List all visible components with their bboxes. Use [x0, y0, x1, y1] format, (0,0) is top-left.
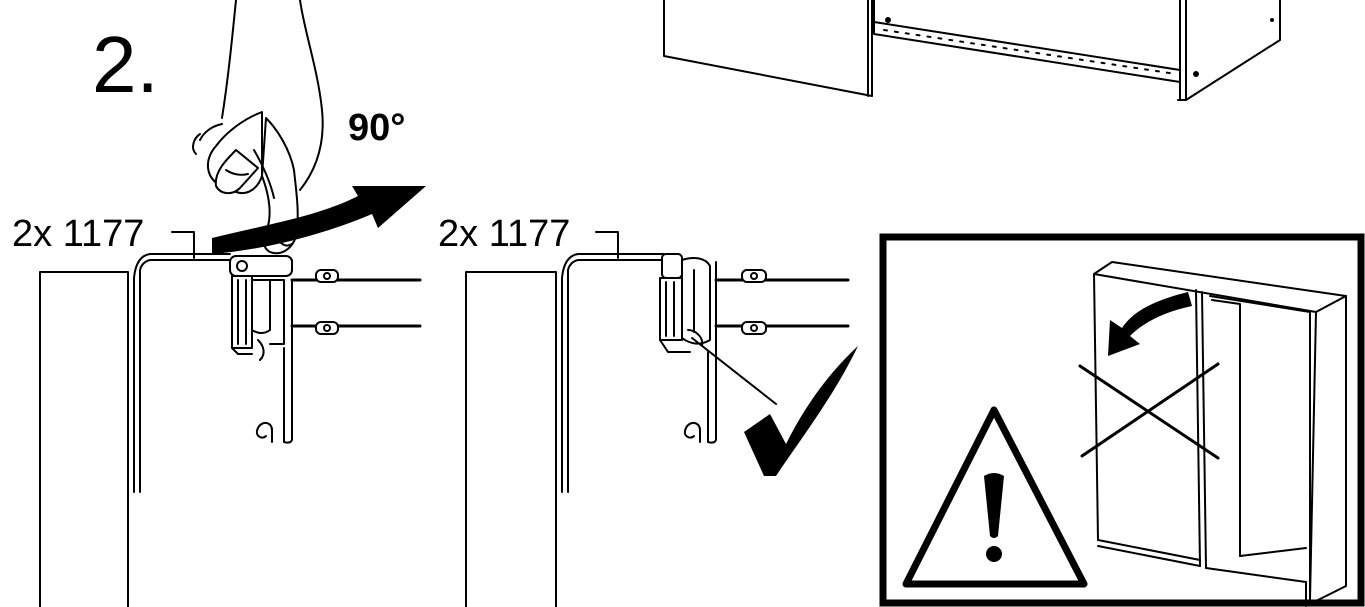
hand-icon	[192, 0, 324, 255]
rotate-arrow-icon	[212, 186, 426, 254]
rotation-angle-label: 90°	[348, 107, 405, 149]
warning-box	[879, 233, 1365, 607]
callout-leader-middle	[595, 231, 619, 259]
callout-leader-left	[171, 231, 195, 259]
part-callout-middle: 2x 1177	[438, 213, 570, 255]
rail-middle	[684, 261, 850, 444]
door-fall-arrow-icon	[1108, 292, 1192, 356]
warning-icon	[902, 406, 1088, 588]
step-number: 2.	[92, 20, 159, 109]
wardrobe-overview-fragment	[663, 0, 1281, 101]
roller-middle	[659, 253, 777, 405]
part-callout-left: 2x 1177	[12, 213, 144, 255]
wardrobe-tipping-illustration	[1093, 261, 1347, 607]
door-panel-left	[39, 271, 135, 607]
checkmark-icon	[744, 346, 858, 476]
door-panel-middle	[465, 271, 563, 607]
hanger-bracket-left	[133, 253, 293, 493]
hanger-bracket-middle	[561, 253, 667, 493]
cross-icon	[1078, 362, 1220, 460]
rail-left	[256, 269, 422, 444]
roller-left	[229, 255, 293, 361]
